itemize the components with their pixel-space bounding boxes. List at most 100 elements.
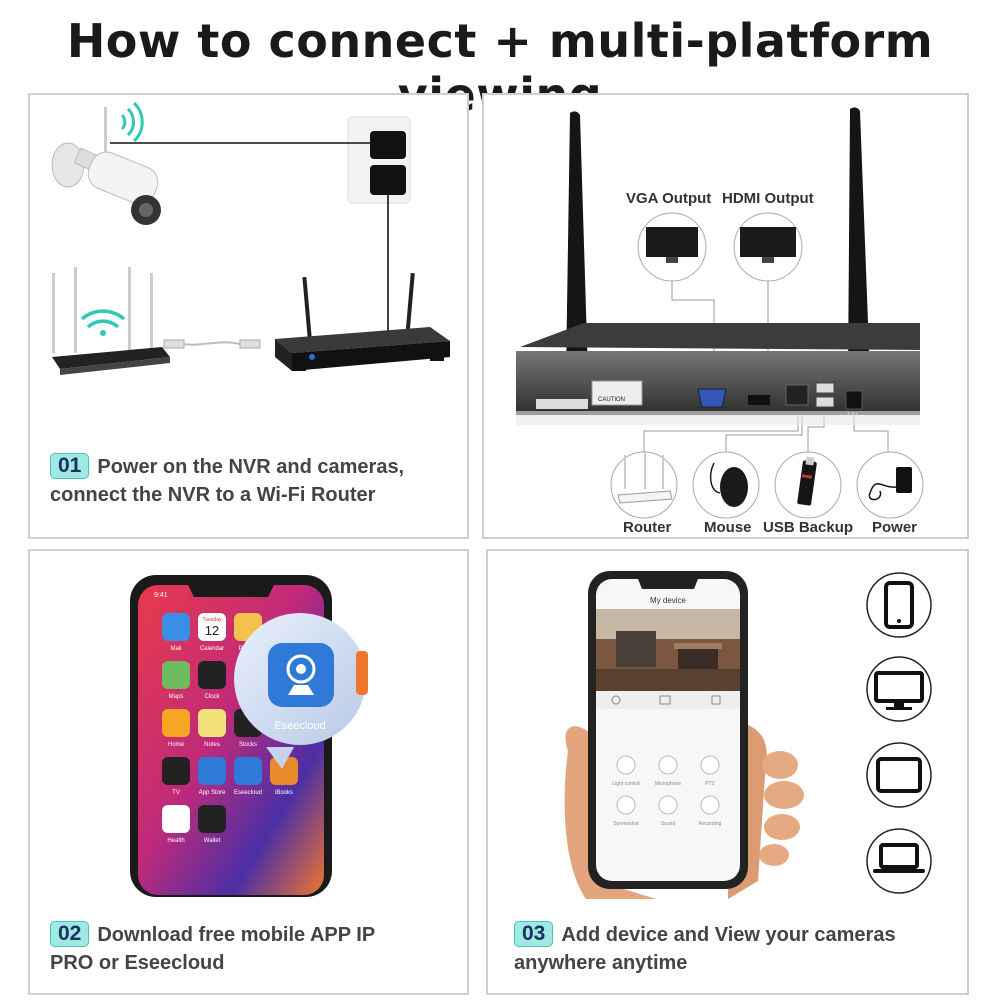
app-label: Stocks bbox=[239, 742, 257, 748]
power-adapter-icon bbox=[856, 451, 924, 519]
step-3-line2: anywhere anytime bbox=[514, 952, 688, 974]
app-label: Maps bbox=[169, 694, 184, 700]
phone-time: 9:41 bbox=[154, 592, 168, 599]
router-icon bbox=[52, 267, 170, 375]
power-port-label: 12V bbox=[847, 413, 858, 419]
step-1-line1: Power on the NVR and cameras, bbox=[97, 456, 405, 478]
app-icon-health[interactable]: Health bbox=[162, 805, 190, 844]
step-3-line1: Add device and View your cameras bbox=[561, 924, 896, 946]
app-icon-ibooks[interactable]: iBooks bbox=[270, 757, 298, 796]
app-label: Wallet bbox=[204, 838, 221, 844]
step-2-badge: 02 bbox=[50, 921, 90, 947]
control-label: Recording bbox=[699, 821, 722, 827]
hdmi-port bbox=[748, 395, 770, 405]
step-3-badge: 03 bbox=[514, 921, 554, 947]
control-screenshot[interactable]: Screenshot bbox=[613, 795, 639, 827]
app-label: Health bbox=[167, 838, 184, 844]
app-icon-clock[interactable]: Clock bbox=[198, 661, 226, 700]
control-ptz[interactable]: PTZ bbox=[700, 755, 720, 787]
step-2-text: 02 Download free mobile APP IP PRO or Ese… bbox=[50, 921, 375, 977]
phone-icon bbox=[866, 572, 932, 638]
vga-monitor-icon bbox=[637, 212, 707, 282]
app-icon-app-store[interactable]: App Store bbox=[198, 757, 226, 796]
download-app-panel: 9:41 MailCalendar12TuesdayPhotosMapsCloc… bbox=[28, 549, 469, 995]
control-label: PTZ bbox=[705, 781, 714, 787]
camera-toolbar bbox=[596, 691, 740, 709]
control-microphone[interactable]: Microphone bbox=[655, 755, 681, 787]
usb-backup-label: USB Backup bbox=[763, 519, 853, 536]
antenna-icon bbox=[566, 107, 870, 376]
monitor-icon bbox=[866, 656, 932, 722]
mouse-label: Mouse bbox=[704, 519, 752, 536]
calendar-day: 12 bbox=[205, 623, 219, 638]
hdmi-output-label: HDMI Output bbox=[722, 190, 814, 207]
control-sound[interactable]: Sound bbox=[658, 795, 678, 827]
connection-diagram bbox=[51, 101, 450, 375]
hdmi-monitor-icon bbox=[733, 212, 803, 282]
connect-panel: 01 Power on the NVR and cameras, connect … bbox=[28, 93, 469, 539]
power-adapter-2 bbox=[370, 165, 406, 195]
app-icon-maps[interactable]: Maps bbox=[162, 661, 190, 700]
nvr-back-icon: CAUTION 12V bbox=[516, 323, 920, 425]
control-label: Sound bbox=[661, 821, 676, 827]
usb-port-2 bbox=[815, 396, 835, 408]
app-label: TV bbox=[172, 790, 180, 796]
app-view-illustration: My device Light control Microphone PTZ Scre… bbox=[564, 571, 932, 899]
app-highlight-bubble: Eseecloud bbox=[234, 613, 368, 769]
calendar-day-name: Tuesday bbox=[203, 617, 222, 623]
step-3-text: 03 Add device and View your cameras anywh… bbox=[514, 921, 896, 977]
app-label: Eseecloud bbox=[234, 790, 262, 796]
app-label: iBooks bbox=[275, 790, 293, 796]
step-1-line2: connect the NVR to a Wi-Fi Router bbox=[50, 484, 376, 506]
app-icon-notes[interactable]: Notes bbox=[198, 709, 226, 748]
step-2-line2: PRO or Eseecloud bbox=[50, 952, 225, 974]
nvr-icon bbox=[275, 272, 450, 371]
camera-live-view[interactable] bbox=[596, 609, 740, 691]
power-adapter-1 bbox=[370, 131, 406, 159]
mouse-icon bbox=[692, 451, 760, 519]
control-grid: Light control Microphone PTZ Screenshot Soun… bbox=[612, 755, 722, 827]
app-label: Clock bbox=[204, 694, 220, 700]
app-icon-home[interactable]: Home bbox=[162, 709, 190, 748]
caution-label: CAUTION bbox=[598, 397, 625, 403]
eseecloud-app-icon[interactable] bbox=[268, 643, 334, 707]
app-name-label: Eseecloud bbox=[274, 720, 325, 732]
app-icon-wallet[interactable]: Wallet bbox=[198, 805, 226, 844]
camera-icon bbox=[51, 107, 161, 225]
control-light-control[interactable]: Light control bbox=[612, 755, 640, 787]
usb-drive-icon bbox=[774, 451, 842, 519]
nvr-ports-diagram: CAUTION 12V VGA Output HDMI Output bbox=[516, 107, 924, 536]
step-1-text: 01 Power on the NVR and cameras, connect … bbox=[50, 453, 404, 509]
control-label: Screenshot bbox=[613, 821, 639, 827]
step-2-line1: Download free mobile APP IP bbox=[97, 924, 376, 946]
router-wifi-icon bbox=[80, 309, 126, 336]
app-label: Home bbox=[168, 742, 185, 748]
control-label: Light control bbox=[612, 781, 639, 787]
app-icon-eseecloud[interactable]: Eseecloud bbox=[234, 757, 262, 796]
lan-port bbox=[785, 384, 809, 406]
usb-port-1 bbox=[815, 382, 835, 394]
view-cameras-panel: My device Light control Microphone PTZ Scre… bbox=[486, 549, 969, 995]
vga-port bbox=[697, 388, 727, 408]
phone-app-illustration: 9:41 MailCalendar12TuesdayPhotosMapsCloc… bbox=[130, 575, 368, 897]
control-recording[interactable]: Recording bbox=[699, 795, 722, 827]
ethernet-cable bbox=[163, 339, 261, 349]
power-label: Power bbox=[872, 519, 917, 536]
app-icon-mail[interactable]: Mail bbox=[162, 613, 190, 652]
router-icon bbox=[610, 451, 678, 519]
tablet-icon bbox=[866, 742, 932, 808]
app-label: App Store bbox=[199, 790, 226, 796]
app-icon-tv[interactable]: TV bbox=[162, 757, 190, 796]
app-screen-title: My device bbox=[650, 596, 687, 605]
nvr-ports-panel: CAUTION 12V VGA Output HDMI Output bbox=[482, 93, 969, 539]
step-1-badge: 01 bbox=[50, 453, 90, 479]
caution-sticker bbox=[591, 380, 643, 406]
control-label: Microphone bbox=[655, 781, 681, 787]
app-label: Calendar bbox=[200, 646, 224, 652]
laptop-icon bbox=[866, 828, 932, 894]
wifi-icon bbox=[120, 101, 144, 143]
power-port bbox=[845, 390, 863, 410]
app-label: Notes bbox=[204, 742, 220, 748]
router-label: Router bbox=[623, 519, 671, 536]
